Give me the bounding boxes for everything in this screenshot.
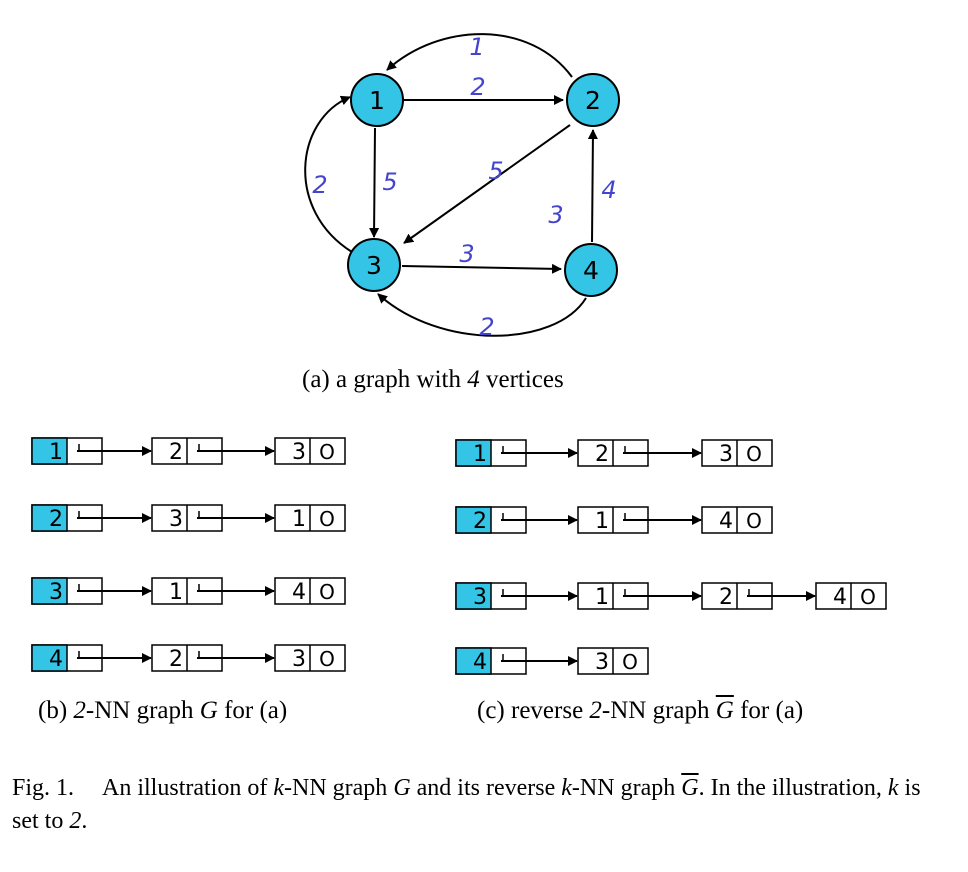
list-head-label: 2 (473, 509, 487, 534)
list-entry-label: 4 (719, 509, 733, 534)
vertex-2 (566, 73, 620, 127)
list-head-label: 4 (473, 650, 487, 675)
graph-edges (304, 33, 598, 337)
list-entry-label: 2 (719, 585, 733, 610)
vertex-label: 2 (585, 86, 601, 115)
list-head-label: 1 (473, 442, 487, 467)
list-head-key (455, 439, 492, 467)
null-pointer-marker: O (319, 440, 335, 464)
list-head-key (31, 644, 68, 672)
list-entry-label: 1 (595, 509, 609, 534)
list-head-label: 4 (49, 647, 63, 672)
subcaption-b: (b) 2-NN graph G for (a) (38, 697, 288, 724)
list-head-key (31, 577, 68, 605)
list-entry-label: 3 (292, 440, 306, 465)
null-pointer-marker: O (319, 580, 335, 604)
edge-2-to-3 (403, 124, 571, 244)
edge-weight-label: 3 (459, 240, 474, 268)
list-entry-label: 1 (169, 580, 183, 605)
list-head-key (455, 582, 492, 610)
edge-weight-label: 5 (382, 168, 397, 196)
edge-weight-label: 1 (469, 33, 484, 61)
null-pointer-marker: O (319, 507, 335, 531)
null-pointer-marker: O (746, 442, 762, 466)
vertex-label: 3 (366, 251, 382, 280)
edge-2-to-1 (386, 33, 573, 78)
list-entry-label: 2 (595, 442, 609, 467)
edge-weight-label: 4 (601, 176, 616, 204)
list-entry-label: 4 (833, 585, 847, 610)
list-entry-label: 1 (595, 585, 609, 610)
vertex-4 (564, 243, 618, 297)
list-entry-label: 2 (169, 440, 183, 465)
list-entry-label: 2 (169, 647, 183, 672)
null-pointer-marker: O (319, 647, 335, 671)
list-head-label: 1 (49, 440, 63, 465)
figure-caption: Fig. 1.An illustration of k-NN graph G a… (12, 775, 921, 834)
null-pointer-marker: O (746, 509, 762, 533)
null-pointer-marker: O (860, 585, 876, 609)
list-head-label: 3 (473, 585, 487, 610)
null-pointer-marker: O (622, 650, 638, 674)
edge-3-to-1 (304, 95, 353, 253)
subcaption-a: (a) a graph with 4 vertices (302, 366, 564, 393)
edge-3-to-4 (401, 263, 562, 274)
subcaption-c: (c) reverse 2-NN graph G for (a) (477, 697, 804, 724)
list-entry-label: 3 (292, 647, 306, 672)
vertex-3 (347, 238, 401, 292)
edge-4-to-2 (587, 129, 598, 243)
list-head-label: 2 (49, 507, 63, 532)
edge-weight-label: 5 (488, 157, 503, 185)
vertex-1 (350, 73, 404, 127)
vertex-label: 4 (583, 256, 599, 285)
list-entry-label: 3 (169, 507, 183, 532)
edge-weight-label: 3 (548, 201, 563, 229)
vertex-label: 1 (369, 86, 385, 115)
list-head-key (31, 504, 68, 532)
list-entry-label: 1 (292, 507, 306, 532)
list-entry-label: 3 (719, 442, 733, 467)
list-head-key (31, 437, 68, 465)
edge-weight-label: 2 (312, 171, 327, 199)
list-head-key (455, 506, 492, 534)
edge-1-to-3 (369, 127, 380, 238)
list-entry-label: 4 (292, 580, 306, 605)
edge-weight-label: 2 (470, 73, 485, 101)
edge-weight-label: 2 (479, 313, 494, 341)
list-head-label: 3 (49, 580, 63, 605)
edge-4-to-3 (377, 293, 587, 337)
list-head-key (455, 647, 492, 675)
list-entry-label: 3 (595, 650, 609, 675)
